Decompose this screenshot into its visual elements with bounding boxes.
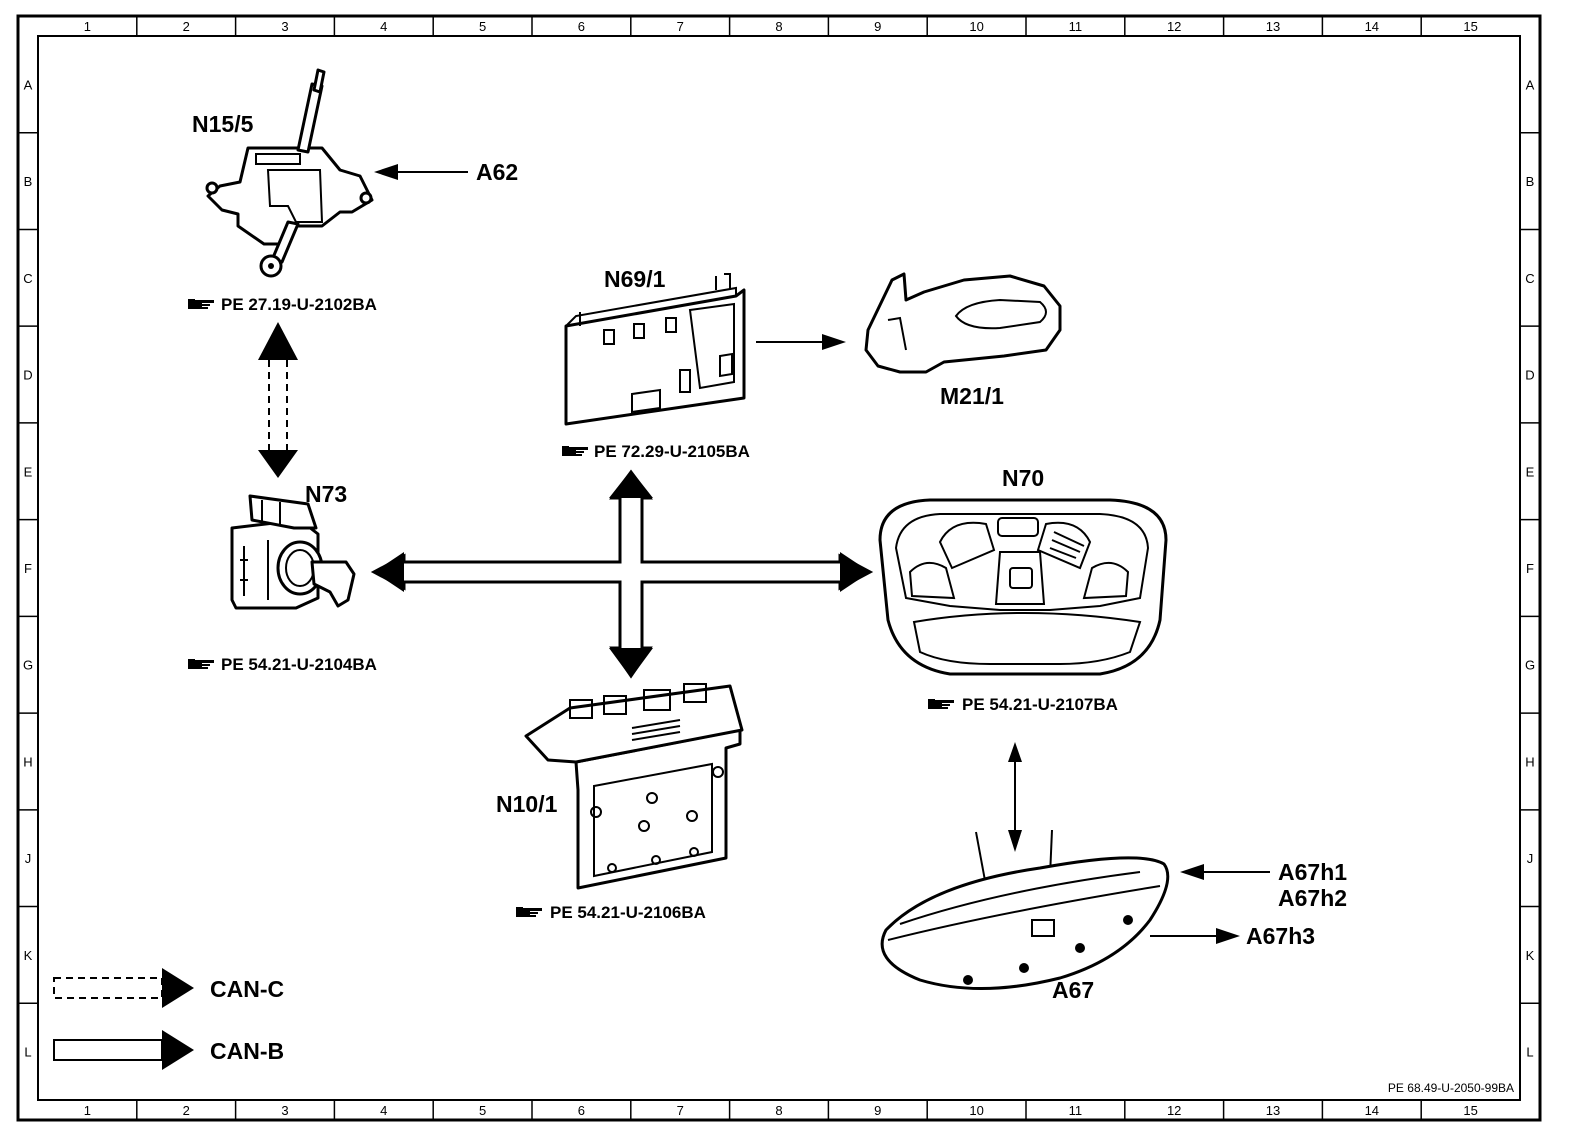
a67h1-label: A67h1 xyxy=(1278,859,1347,885)
grid-col-label-bottom: 7 xyxy=(677,1103,684,1118)
grid-col-label-bottom: 11 xyxy=(1069,1103,1083,1118)
grid-row-label-left: J xyxy=(25,851,32,866)
grid-col-label-top: 13 xyxy=(1266,19,1280,34)
can-b-network-hub xyxy=(370,469,874,679)
reference-hand-icon xyxy=(516,907,542,917)
grid-col-label-top: 5 xyxy=(479,19,486,34)
a67-mirror xyxy=(880,829,1170,990)
grid-row-label-right: J xyxy=(1527,851,1534,866)
legend-can-b-label: CAN-B xyxy=(210,1038,284,1064)
grid-col-label-top: 9 xyxy=(874,19,881,34)
grid-col-label-top: 8 xyxy=(775,19,782,34)
grid-col-label-top: 10 xyxy=(969,19,983,34)
grid-row-label-left: E xyxy=(24,464,33,479)
grid-row-label-left: C xyxy=(23,271,32,286)
grid-row-label-left: L xyxy=(24,1045,31,1060)
grid-col-label-bottom: 14 xyxy=(1365,1103,1379,1118)
n73-ignition-module xyxy=(230,494,356,610)
legend-can-c: CAN-C xyxy=(53,968,284,1008)
grid-col-label-top: 11 xyxy=(1069,19,1083,34)
drawing-code: PE 68.49-U-2050-99BA xyxy=(1388,1081,1514,1095)
legend-can-b: CAN-B xyxy=(53,1030,284,1070)
grid-col-label-bottom: 6 xyxy=(578,1103,585,1118)
n10-1-sam-module xyxy=(524,683,744,890)
n70-ref: PE 54.21-U-2107BA xyxy=(962,695,1118,714)
n69-1-door-module xyxy=(564,273,746,426)
m21-1-mirror xyxy=(864,272,1062,374)
grid-col-label-bottom: 15 xyxy=(1463,1103,1477,1118)
grid-col-label-bottom: 2 xyxy=(183,1103,190,1118)
a67h2-label: A67h2 xyxy=(1278,885,1347,911)
grid-col-label-top: 2 xyxy=(183,19,190,34)
grid-col-label-top: 6 xyxy=(578,19,585,34)
n15-5-label: N15/5 xyxy=(192,111,254,137)
grid-col-label-top: 15 xyxy=(1463,19,1477,34)
n15-5-ref: PE 27.19-U-2102BA xyxy=(221,295,377,314)
grid-col-label-top: 3 xyxy=(281,19,288,34)
grid-col-label-top: 4 xyxy=(380,19,387,34)
grid-row-label-left: H xyxy=(23,754,32,769)
n69-1-label: N69/1 xyxy=(604,266,666,292)
n15-5-selector-module xyxy=(205,68,374,278)
reference-hand-icon xyxy=(562,446,588,456)
grid-col-label-bottom: 10 xyxy=(969,1103,983,1118)
grid-col-label-bottom: 12 xyxy=(1167,1103,1181,1118)
grid-row-label-right: H xyxy=(1525,754,1534,769)
n70-overhead-panel xyxy=(878,498,1168,676)
grid-col-label-top: 14 xyxy=(1365,19,1379,34)
grid-row-label-right: C xyxy=(1525,271,1534,286)
grid-row-label-left: B xyxy=(24,174,33,189)
grid-row-label-left: D xyxy=(23,368,32,383)
grid-col-label-bottom: 13 xyxy=(1266,1103,1280,1118)
reference-hand-icon xyxy=(188,299,214,309)
legend-can-c-label: CAN-C xyxy=(210,976,284,1002)
grid-row-label-left: A xyxy=(24,77,33,92)
n10-1-ref: PE 54.21-U-2106BA xyxy=(550,903,706,922)
grid-row-label-left: K xyxy=(24,948,33,963)
grid-col-label-bottom: 9 xyxy=(874,1103,881,1118)
grid-row-label-right: A xyxy=(1526,77,1535,92)
grid-col-label-bottom: 3 xyxy=(281,1103,288,1118)
n70-label: N70 xyxy=(1002,465,1044,491)
frame: 1122334455667788991010111112121313141415… xyxy=(16,14,1542,1122)
grid-row-label-right: B xyxy=(1526,174,1535,189)
grid-col-label-top: 1 xyxy=(84,19,91,34)
n73-label: N73 xyxy=(305,481,347,507)
grid-row-label-right: L xyxy=(1526,1045,1533,1060)
m21-1-label: M21/1 xyxy=(940,383,1004,409)
a62-label: A62 xyxy=(476,159,518,185)
grid-col-label-bottom: 8 xyxy=(775,1103,782,1118)
grid-row-label-left: G xyxy=(23,658,33,673)
grid-col-label-bottom: 1 xyxy=(84,1103,91,1118)
grid-row-label-right: E xyxy=(1526,464,1535,479)
n73-ref: PE 54.21-U-2104BA xyxy=(221,655,377,674)
grid-row-label-left: F xyxy=(24,561,32,576)
grid-row-label-right: D xyxy=(1525,368,1534,383)
grid-col-label-bottom: 4 xyxy=(380,1103,387,1118)
n10-1-label: N10/1 xyxy=(496,791,558,817)
connection-n70-a67 xyxy=(1008,742,1022,852)
grid-col-label-bottom: 5 xyxy=(479,1103,486,1118)
grid-col-label-top: 12 xyxy=(1167,19,1181,34)
grid-row-label-right: K xyxy=(1526,948,1535,963)
a67-label: A67 xyxy=(1052,977,1094,1003)
grid-row-label-right: G xyxy=(1525,658,1535,673)
a67h3-label: A67h3 xyxy=(1246,923,1315,949)
reference-hand-icon xyxy=(188,659,214,669)
can-c-connection-n15-n73 xyxy=(258,322,298,478)
grid-col-label-top: 7 xyxy=(677,19,684,34)
grid-row-label-right: F xyxy=(1526,561,1534,576)
n69-1-ref: PE 72.29-U-2105BA xyxy=(594,442,750,461)
reference-hand-icon xyxy=(928,699,954,709)
